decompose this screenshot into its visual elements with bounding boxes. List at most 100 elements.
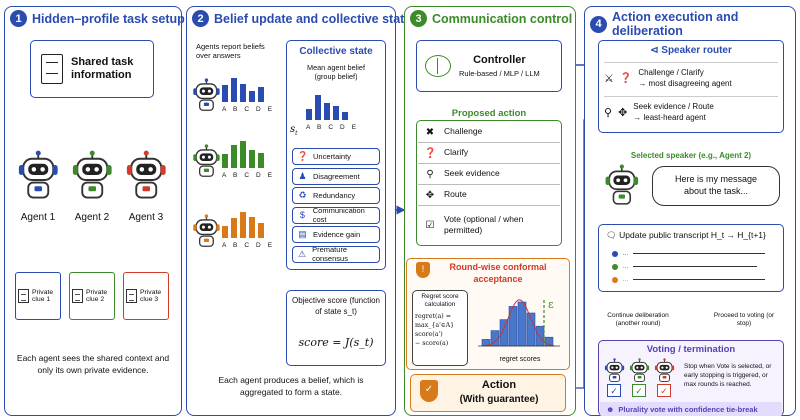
magnifier-icon: ⚲ <box>426 168 434 180</box>
proposed-action-label: Proposed action <box>451 108 527 119</box>
belief-1-bar-1 <box>222 85 228 102</box>
shield-icon-action: ✓ <box>420 380 438 402</box>
router-row-1: ⚔ ❓ Challenge / Clarify→ most disagreein… <box>604 62 778 94</box>
panel3-title: Communication control <box>432 11 573 26</box>
belief-3-chart <box>222 212 264 238</box>
belief-3-bar-4 <box>249 217 255 238</box>
agent-3-robot <box>126 150 166 199</box>
private-clue-2: Private clue 2 <box>69 272 115 320</box>
hist-bar-7 <box>535 325 545 347</box>
panel1-header: 1 Hidden–profile task setup <box>10 10 185 27</box>
caption-panel1: Each agent sees the shared context and o… <box>16 353 170 376</box>
mean-bar-5 <box>342 112 348 120</box>
share-icon: ⊲ <box>650 45 659 56</box>
chat-icon: 🗨 <box>606 230 617 240</box>
message-bubble: Here is my message about the task... <box>652 166 780 206</box>
transcript-rule <box>633 253 765 254</box>
regret-formula: regret(a) = max_{a'∈A} score(a') − score… <box>415 312 467 349</box>
hist-bar-5 <box>517 301 527 347</box>
warning-icon: ⚠ <box>298 248 307 259</box>
belief-1-bar-2 <box>231 78 237 102</box>
agent-2-label: Agent 2 <box>74 212 110 223</box>
agent-3-label: Agent 3 <box>128 212 164 223</box>
belief-3-axis-labels: A B C D E <box>222 242 275 249</box>
clarify-icon: ❓ <box>424 147 437 159</box>
feature-evidence-gain: ▤Evidence gain <box>292 226 380 243</box>
feature-label: Redundancy <box>313 191 356 200</box>
feature-communication-cost: $ Communication cost <box>292 206 380 224</box>
action-3-label: Seek evidence <box>444 168 500 179</box>
selected-speaker-label: Selected speaker (e.g., Agent 2) <box>630 151 752 160</box>
mean-belief-axis-labels: A B C D E <box>306 124 359 131</box>
regret-formula-line3: − score(a) <box>415 340 449 348</box>
clue-document-icon <box>126 289 137 303</box>
regret-axis-label: regret scores <box>499 356 541 363</box>
shield-icon-conformal: ! <box>416 262 430 278</box>
mean-belief-label: Mean agent belief (group belief) <box>306 63 365 81</box>
clue-document-icon <box>18 289 29 303</box>
conformal-title: Round-wise conformal acceptance <box>449 262 547 284</box>
belief-2-chart <box>222 141 264 168</box>
feature-label: Premature consensus <box>312 245 348 263</box>
mean-bar-2 <box>315 95 321 120</box>
regret-calc-box <box>412 290 468 366</box>
mean-bar-3 <box>324 103 330 120</box>
message-text: Here is my message about the task... <box>674 174 758 196</box>
panel4-header: 4 Action execution and deliberation <box>590 10 800 38</box>
voting-title: Voting / termination <box>646 344 736 355</box>
controller-title: Controller <box>473 54 526 66</box>
route-icon: ✥ <box>425 189 435 201</box>
transcript-line-1: … <box>612 250 765 257</box>
voter-2-robot <box>629 358 650 383</box>
regret-histogram: ε <box>478 298 560 347</box>
belief-1-bar-3 <box>240 84 246 102</box>
cross-icon: ✖ <box>425 126 435 138</box>
voting-desc: Stop when Vote is selected, or early sto… <box>684 363 772 389</box>
swords-icon: ⚔ <box>604 73 614 85</box>
action-subtitle: (With guarantee) <box>459 394 539 405</box>
belief-3-bar-1 <box>222 226 228 238</box>
objective-score-box <box>286 290 386 366</box>
transcript-line-3: … <box>612 276 765 283</box>
action-5-label: Vote (optional / when permitted) <box>444 213 524 235</box>
belief-3-bar-2 <box>231 218 237 238</box>
caption-panel2: Each agent produces a belief, which is a… <box>218 375 364 398</box>
checkbox-icon: ☑ <box>425 219 435 231</box>
panel4-title: Action execution and deliberation <box>612 10 739 38</box>
regret-formula-line2: max_{a'∈A} score(a') <box>415 322 455 339</box>
plurality-text: Plurality vote with confidence tie-break <box>618 404 758 414</box>
feature-label: Communication cost <box>312 206 365 224</box>
belief-3-bar-5 <box>258 223 264 238</box>
controller-box: Controller Rule-based / MLP / LLM <box>416 40 562 92</box>
document-icon <box>41 54 63 84</box>
dollar-icon: $ <box>299 210 305 220</box>
action-1: ✖Challenge <box>418 122 560 143</box>
router-title-text: Speaker router <box>661 45 732 56</box>
epsilon-label: ε <box>548 298 554 311</box>
shared-task-label: Shared task information <box>71 55 134 81</box>
action-title: Action <box>481 379 517 391</box>
panel3-header: 3 Communication control <box>410 10 572 27</box>
transcript-label: 🗨 Update public transcript H_t → H_{t+1} <box>606 230 766 240</box>
panel1-number: 1 <box>10 10 27 27</box>
state-symbol: st <box>290 124 298 137</box>
router-row2-sub: → least-heard agent <box>633 112 706 122</box>
vote-check-2: ✓ <box>632 384 646 397</box>
question-bubble-icon: ❓ <box>619 73 633 84</box>
transcript-line-2: … <box>612 263 757 270</box>
feature-label: Uncertainty <box>313 152 351 161</box>
proceed-label: Proceed to voting (or stop) <box>713 312 775 327</box>
question-icon: ❓ <box>297 151 309 161</box>
transcript-rule <box>633 266 757 267</box>
belief-1-chart <box>222 76 264 102</box>
belief-2-bar-3 <box>240 141 246 168</box>
agent-1-label: Agent 1 <box>20 212 56 223</box>
belief-3-bar-3 <box>240 212 246 238</box>
magnifier-icon: ⚲ <box>604 107 613 119</box>
chart-icon: ▤ <box>298 229 307 239</box>
router-row2-main: Seek evidence / Route <box>633 101 714 111</box>
transcript-text: Update public transcript H_t → H_{t+1} <box>619 230 766 240</box>
people-icon: ♟ <box>298 170 307 181</box>
private-clue-3: Private clue 3 <box>123 272 169 320</box>
plurality-banner: ☻ Plurality vote with confidence tie-bre… <box>600 402 782 416</box>
